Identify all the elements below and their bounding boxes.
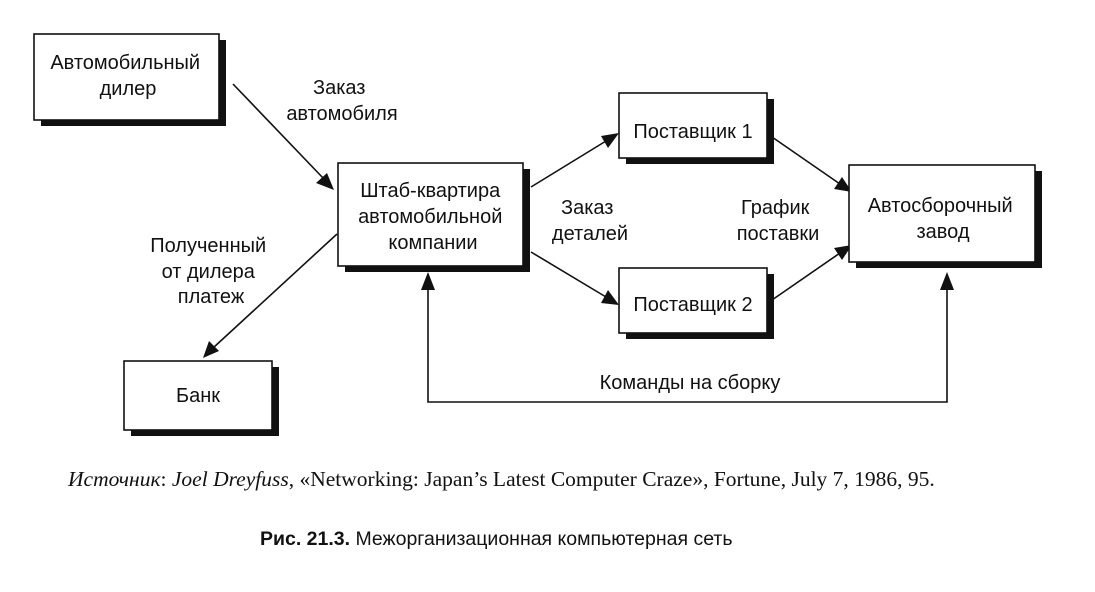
arrowhead-hq-to-supplier2 [601,290,619,305]
arrowhead-supplier2-to-plant [834,245,852,260]
svg-text:Автосборочный завод: Автосборочный завод [868,195,1019,243]
node-bank-line-1: Банк [176,385,220,407]
label-delivery-schedule-line-1: График [741,197,810,219]
arrowhead-hq-to-supplier1 [601,133,619,148]
node-dealer-line-1: Автомобильный [50,52,200,74]
figure-number: Рис. 21.3. [260,528,351,550]
node-hq-line-1: Штаб-квартира [360,180,501,202]
node-dealer-line-2: дилер [100,78,157,100]
figure-title: Межорганизационная компьютерная сеть [355,528,733,550]
edge-supplier2-to-plant [771,252,841,301]
svg-text:Штаб-квартира автомобиль: Штаб-квартира автомобильной компании [358,180,508,254]
node-plant: Автосборочный завод [848,164,1042,268]
label-parts-order-line-2: деталей [552,223,628,245]
arrowhead-dealer-to-hq [316,173,334,190]
node-bank: Банк [123,360,279,436]
label-payment: Полученный от дилера платеж [150,235,271,308]
figure-source: Источник: Joel Dreyfuss, «Networking: Ja… [68,467,935,491]
label-payment-line-3: платеж [178,286,245,308]
label-delivery-schedule: График поставки [737,197,820,245]
svg-text:Автомобильный дилер: Автомобильный дилер [50,52,205,100]
svg-text:Поставщик 2: Поставщик 2 [633,294,752,316]
edge-dealer-to-hq [232,83,325,180]
edges [203,83,954,403]
node-supplier1-line-1: Поставщик 1 [633,121,752,143]
arrowhead-supplier1-to-plant [834,177,852,192]
node-hq-line-3: компании [388,232,477,254]
label-delivery-schedule-line-2: поставки [737,223,820,245]
source-reference: , «Networking: Japan’s Latest Computer C… [288,467,935,491]
label-payment-line-1: Полученный [150,235,266,257]
label-parts-order-line-1: Заказ [561,197,613,219]
label-car-order-line-1: Заказ [313,77,365,99]
label-car-order-line-2: автомобиля [286,103,397,125]
svg-text:Поставщик 1: Поставщик 1 [633,121,752,143]
label-car-order: Заказ автомобиля [286,77,397,125]
label-parts-order: Заказ деталей [552,197,628,245]
arrowhead-hq-to-bank [203,341,219,358]
node-supplier2: Поставщик 2 [618,267,774,339]
node-dealer: Автомобильный дилер [33,33,226,126]
source-label: Источник [68,467,161,491]
node-hq: Штаб-квартира автомобильной компании [337,162,530,272]
node-supplier2-line-1: Поставщик 2 [633,294,752,316]
label-payment-line-2: от дилера [162,261,256,283]
edge-supplier1-to-plant [771,136,841,185]
arrowhead-assembly-to-hq [421,272,435,290]
edge-hq-to-supplier2 [530,251,607,298]
edge-hq-to-bank [212,233,338,349]
node-plant-line-1: Автосборочный [868,195,1013,217]
edge-hq-to-supplier1 [530,140,607,188]
arrowhead-assembly-to-plant [940,272,954,290]
source-author: Joel Dreyfuss [171,467,289,491]
figure-caption: Рис. 21.3. Межорганизационная компьютерн… [260,528,732,551]
edge-assembly-commands [427,288,948,403]
label-assembly-commands-line-1: Команды на сборку [600,372,781,394]
node-supplier1: Поставщик 1 [618,92,774,164]
svg-text:Банк: Банк [176,385,220,407]
node-hq-line-2: автомобильной [358,206,502,228]
node-plant-line-2: завод [916,221,969,243]
label-assembly-commands: Команды на сборку [600,372,781,394]
